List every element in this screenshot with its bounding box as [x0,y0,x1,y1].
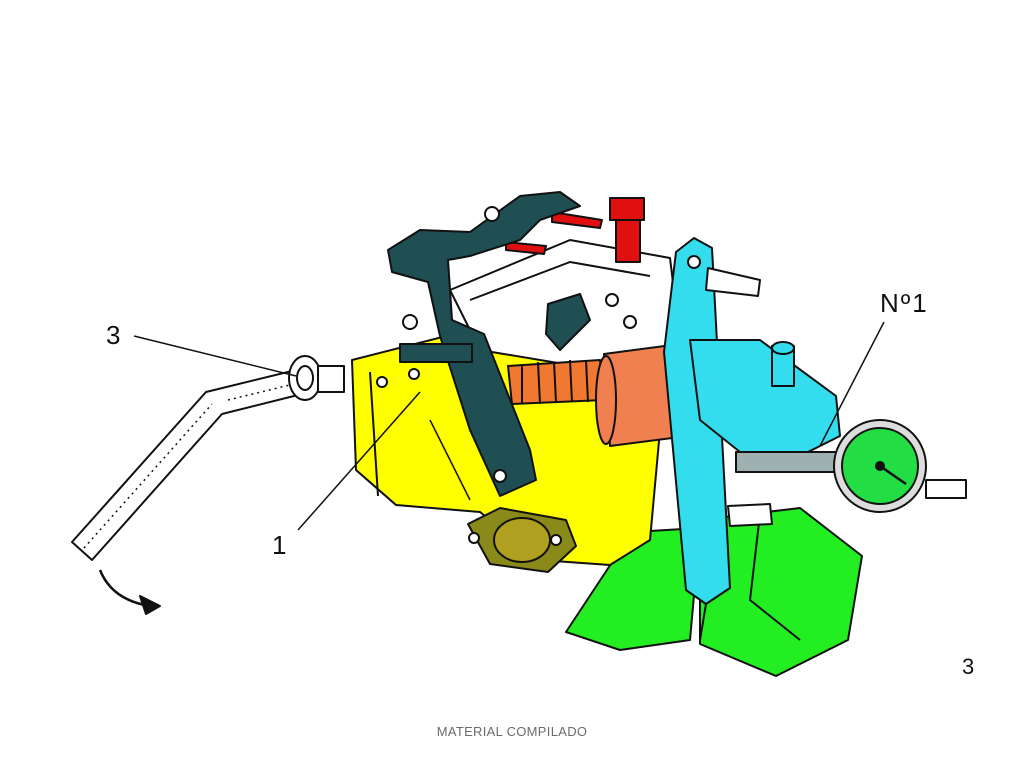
mounting-base [565,507,863,677]
mounting-flange [467,507,577,573]
footer-caption: MATERIAL COMPILADO [436,724,588,739]
lever-tool [71,355,345,561]
governor-spring [507,359,605,405]
leader-lines [133,321,885,531]
callout-label-1: 1 [272,530,287,560]
throttle-linkage [387,191,591,497]
rotation-arrow [98,569,161,615]
leader-line-3 [133,335,297,377]
leader-line-no1 [819,321,885,447]
dial-indicator [727,419,967,527]
corner-mark: 3 [962,654,975,679]
callout-label-3: 3 [106,320,121,350]
fuel-cap [505,197,645,263]
callout-label-no1: Nº1 [880,288,929,318]
leader-line-1 [297,391,421,531]
outlet-fitting [705,267,761,297]
gauge-bracket [663,237,841,605]
